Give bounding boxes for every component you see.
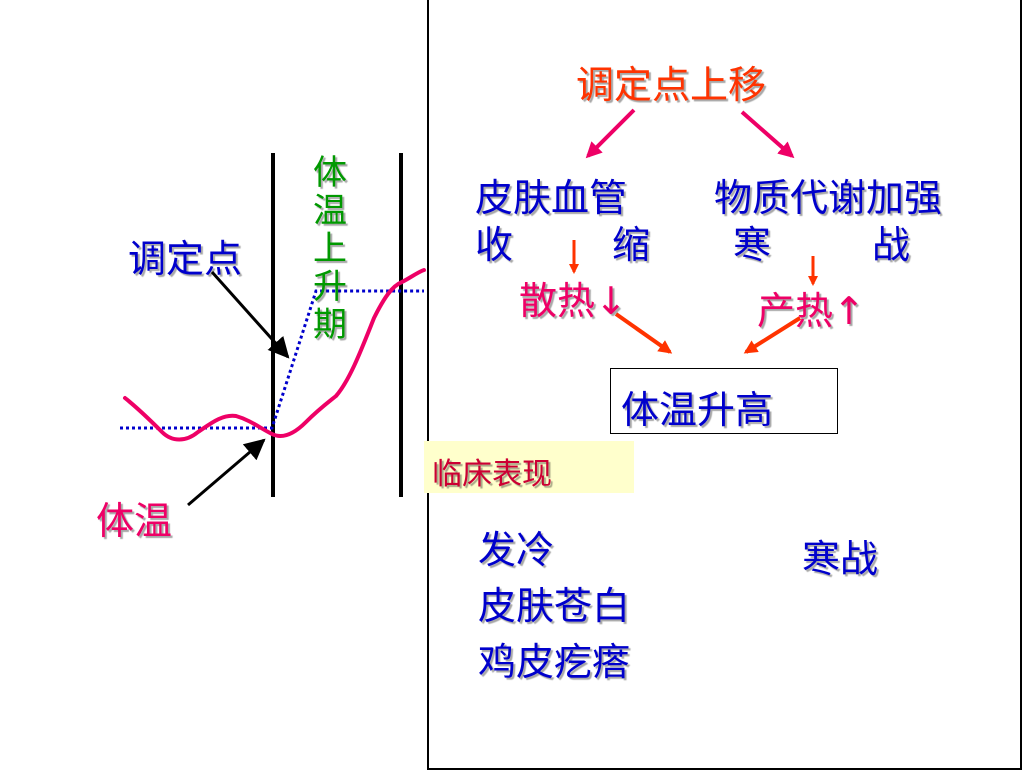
bodytemp-pointer-arrow <box>187 438 266 507</box>
heat-loss-decrease: 散热↓ <box>519 279 627 323</box>
shivering-label: 寒战 <box>802 537 879 581</box>
arrow-heat-loss-to-result <box>614 312 673 354</box>
phase-char: 上 <box>313 229 347 269</box>
skin-vessels-line2a: 收 <box>475 223 514 267</box>
skin-vessels-line1: 皮肤血管 <box>475 176 628 220</box>
clinical-manifestations-badge: 临床表现 <box>424 441 634 493</box>
body-temperature-curve <box>123 268 426 442</box>
body-temperature-label: 体温 <box>96 499 173 543</box>
symptom-item: 发冷 <box>478 528 555 572</box>
arrow-to-skin-vessels <box>585 108 636 159</box>
arrow-to-metabolism <box>740 110 795 159</box>
phase-char: 期 <box>313 305 347 345</box>
skin-vessels-line2b: 缩 <box>612 223 651 267</box>
phase-char: 温 <box>313 191 347 231</box>
metabolism-line2b: 战 <box>872 223 911 267</box>
setpoint-pointer-arrow <box>210 271 290 359</box>
setpoint-label: 调定点 <box>128 237 243 281</box>
arrow-heat-gain-to-result <box>743 316 802 354</box>
phase-char: 升 <box>313 267 347 307</box>
heat-production-increase: 产热↑ <box>757 289 865 333</box>
symptom-list: 发冷 皮肤苍白 鸡皮疙瘩 <box>478 522 630 690</box>
phase-label: 体 温 上 升 期 <box>310 154 350 344</box>
symptom-item: 鸡皮疙瘩 <box>478 640 631 684</box>
symptom-item: 皮肤苍白 <box>478 584 631 628</box>
temperature-rise-text: 体温升高 <box>621 388 774 432</box>
setpoint-shift-title: 调定点上移 <box>576 63 767 107</box>
setpoint-dotted-line <box>120 289 424 430</box>
temperature-rise-box: 体温升高 <box>610 368 838 434</box>
metabolism-line2a: 寒 <box>733 223 772 267</box>
clinical-manifestations-label: 临床表现 <box>432 457 552 492</box>
metabolism-line1: 物质代谢加强 <box>714 176 943 220</box>
phase-char: 体 <box>313 153 347 193</box>
